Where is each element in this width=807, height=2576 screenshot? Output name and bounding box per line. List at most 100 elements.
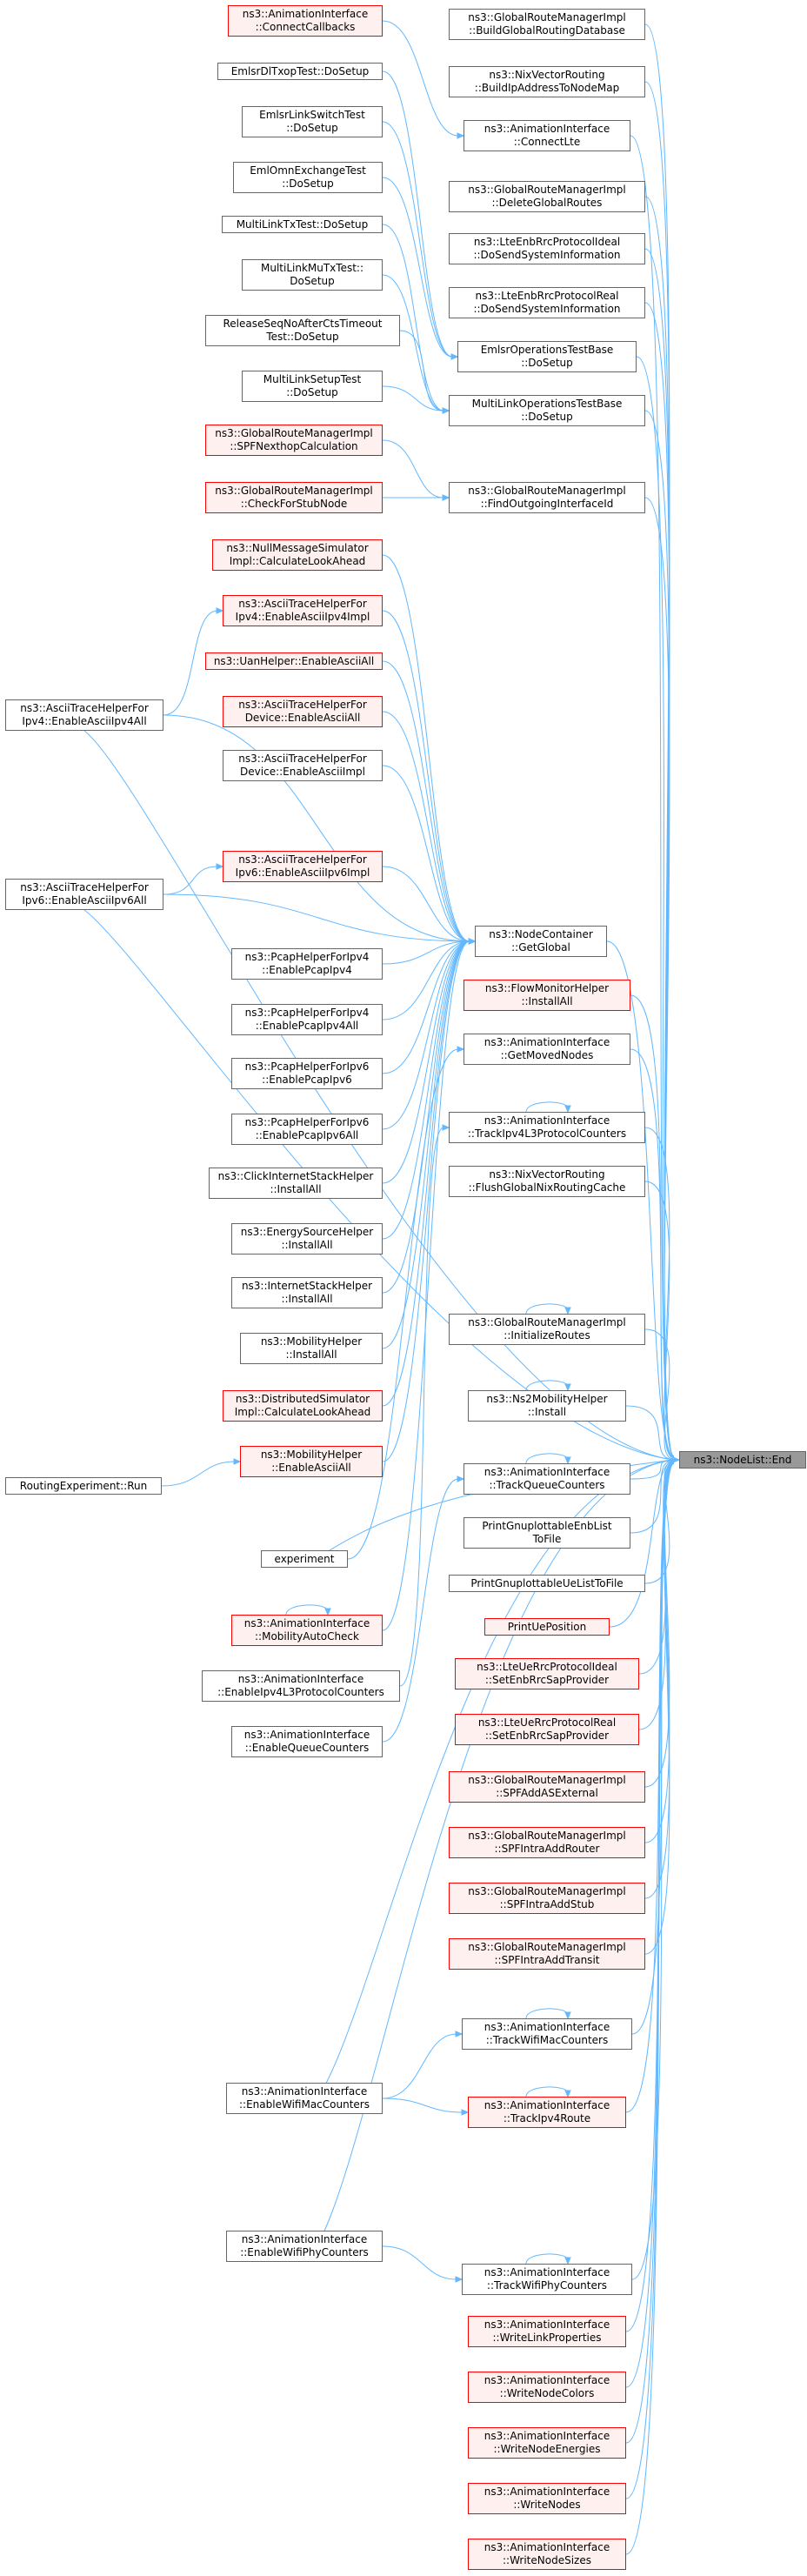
graph-node[interactable]: RoutingExperiment::Run (5, 1477, 162, 1495)
graph-node[interactable]: ns3::LteUeRrcProtocolIdeal::SetEnbRrcSap… (455, 1658, 639, 1689)
edge-to-target (644, 1460, 675, 1584)
node-label: Device::EnableAsciiImpl (240, 766, 365, 778)
graph-node[interactable]: ns3::AnimationInterface::TrackIpv4L3Prot… (449, 1112, 645, 1143)
node-label: ns3::PcapHelperForIpv4 (244, 1007, 370, 1019)
node-label: ns3::AnimationInterface (237, 1673, 364, 1685)
graph-node[interactable]: ns3::GlobalRouteManagerImpl::SPFIntraAdd… (449, 1938, 645, 1970)
graph-node[interactable]: ns3::AnimationInterface::WriteLinkProper… (468, 2316, 626, 2347)
graph-node[interactable]: ns3::GlobalRouteManagerImpl::FindOutgoin… (449, 482, 645, 513)
graph-node[interactable]: MultiLinkMuTxTest::DoSetup (242, 259, 383, 291)
graph-node[interactable]: ns3::AnimationInterface::MobilityAutoChe… (231, 1615, 383, 1646)
graph-node[interactable]: ns3::ClickInternetStackHelper::InstallAl… (209, 1168, 383, 1199)
graph-node[interactable]: ns3::UanHelper::EnableAsciiAll (205, 652, 383, 670)
graph-node[interactable]: EmlsrDlTxopTest::DoSetup (217, 63, 383, 80)
edge-self-loop (525, 1303, 569, 1315)
edge-to-target (644, 497, 675, 1457)
graph-node[interactable]: ns3::AnimationInterface::TrackWifiMacCou… (462, 2018, 632, 2050)
graph-node[interactable]: EmlsrLinkSwitchTest::DoSetup (242, 106, 383, 137)
graph-node[interactable]: ns3::NodeContainer::GetGlobal (475, 926, 607, 957)
graph-node[interactable]: MultiLinkOperationsTestBase::DoSetup (449, 395, 645, 426)
graph-node[interactable]: ns3::GlobalRouteManagerImpl::BuildGlobal… (449, 9, 645, 40)
edge-to-target (630, 1460, 675, 1534)
graph-node[interactable]: ns3::AnimationInterface::GetMovedNodes (464, 1034, 630, 1065)
node-label: ::DoSetup (286, 386, 338, 398)
graph-node[interactable]: EmlsrOperationsTestBase::DoSetup (457, 341, 637, 372)
graph-node[interactable]: ns3::EnergySourceHelper::InstallAll (231, 1223, 383, 1255)
edge (163, 610, 218, 716)
edge-arrowhead (442, 407, 450, 414)
node-label: ::TrackWifiMacCounters (485, 2034, 609, 2046)
graph-node[interactable]: ns3::PcapHelperForIpv4::EnablePcapIpv4 (231, 948, 383, 980)
graph-node[interactable]: ns3::LteUeRrcProtocolReal::SetEnbRrcSapP… (455, 1714, 639, 1745)
graph-node[interactable]: ns3::MobilityHelper::InstallAll (240, 1333, 383, 1364)
graph-node[interactable]: ns3::AnimationInterface::TrackQueueCount… (464, 1463, 630, 1495)
graph-node[interactable]: ns3::LteEnbRrcProtocolReal::DoSendSystem… (449, 287, 645, 318)
graph-node[interactable]: ns3::LteEnbRrcProtocolIdeal::DoSendSyste… (449, 233, 645, 264)
graph-node[interactable]: ns3::PcapHelperForIpv6::EnablePcapIpv6Al… (231, 1114, 383, 1145)
graph-node[interactable]: ns3::NixVectorRouting::BuildIpAddressToN… (449, 66, 645, 97)
node-label: DoSetup (290, 275, 335, 287)
graph-node[interactable]: ns3::AnimationInterface::ConnectCallback… (228, 5, 383, 37)
edge-arrowhead (450, 353, 459, 360)
node-label: EmlsrLinkSwitchTest (259, 109, 365, 121)
node-label: Ipv6::EnableAsciiIpv6All (22, 894, 147, 907)
graph-node[interactable]: MultiLinkTxTest::DoSetup (222, 216, 383, 233)
graph-node[interactable]: ns3::Ns2MobilityHelper::Install (468, 1390, 626, 1422)
graph-node[interactable]: PrintGnuplottableUeListToFile (449, 1575, 645, 1592)
graph-node[interactable]: ns3::AnimationInterface::ConnectLte (464, 120, 630, 151)
graph-node[interactable]: ns3::GlobalRouteManagerImpl::InitializeR… (449, 1314, 645, 1345)
graph-node[interactable]: EmlOmnExchangeTest::DoSetup (233, 162, 383, 193)
edge-self-loop (525, 1101, 569, 1113)
edge (382, 940, 470, 1407)
node-label: ::BuildGlobalRoutingDatabase (469, 24, 625, 37)
graph-node[interactable]: ns3::PcapHelperForIpv6::EnablePcapIpv6 (231, 1058, 383, 1089)
edge (382, 554, 470, 942)
graph-node[interactable]: ns3::AnimationInterface::WriteNodeEnergi… (468, 2427, 626, 2459)
graph-node[interactable]: ns3::AnimationInterface::EnableIpv4L3Pro… (202, 1670, 400, 1702)
graph-node[interactable]: ns3::InternetStackHelper::InstallAll (231, 1277, 383, 1308)
graph-node[interactable]: MultiLinkSetupTest::DoSetup (242, 371, 383, 402)
edge-arrowhead (457, 1475, 465, 1482)
graph-node[interactable]: ns3::AnimationInterface::TrackWifiPhyCou… (462, 2264, 632, 2295)
node-label: ns3::AnimationInterface (242, 8, 369, 20)
graph-node[interactable]: ns3::AnimationInterface::WriteNodeSizes (468, 2539, 626, 2570)
graph-node[interactable]: ns3::AnimationInterface::EnableQueueCoun… (231, 1726, 383, 1757)
graph-node[interactable]: ns3::MobilityHelper::EnableAsciiAll (240, 1446, 383, 1477)
graph-node[interactable]: ns3::AnimationInterface::TrackIpv4Route (468, 2097, 626, 2128)
node-label: ns3::AnimationInterface (484, 1466, 610, 1478)
graph-node[interactable]: ns3::GlobalRouteManagerImpl::SPFAddASExt… (449, 1771, 645, 1803)
graph-node[interactable]: ns3::AnimationInterface::WriteNodes (468, 2483, 626, 2514)
graph-node[interactable]: ns3::GlobalRouteManagerImpl::SPFNexthopC… (205, 425, 383, 456)
node-label: EmlsrOperationsTestBase (480, 344, 614, 356)
graph-node[interactable]: experiment (261, 1550, 348, 1568)
graph-node[interactable]: ns3::AnimationInterface::WriteNodeColors (468, 2372, 626, 2403)
node-label: RoutingExperiment::Run (19, 1479, 148, 1492)
graph-node[interactable]: ns3::GlobalRouteManagerImpl::SPFIntraAdd… (449, 1827, 645, 1858)
graph-node[interactable]: ns3::GlobalRouteManagerImpl::SPFIntraAdd… (449, 1883, 645, 1914)
edge (163, 893, 470, 942)
edge-to-target (625, 1405, 675, 1461)
graph-node[interactable]: ns3::AnimationInterface::EnableWifiPhyCo… (226, 2231, 383, 2262)
graph-node[interactable]: ns3::AnimationInterface::EnableWifiMacCo… (226, 2083, 383, 2114)
node-label: Impl::CalculateLookAhead (229, 555, 366, 567)
graph-node[interactable]: PrintUePosition (484, 1618, 610, 1636)
graph-node[interactable]: ns3::GlobalRouteManagerImpl::DeleteGloba… (449, 181, 645, 212)
node-label: ns3::LteUeRrcProtocolReal (477, 1716, 617, 1729)
edge-to-target (625, 1462, 675, 2555)
edge-arrowhead (564, 1105, 571, 1114)
graph-node[interactable]: ns3::PcapHelperForIpv4::EnablePcapIpv4Al… (231, 1004, 383, 1035)
graph-node[interactable]: ns3::NixVectorRouting::FlushGlobalNixRou… (449, 1166, 645, 1197)
graph-node[interactable]: ns3::FlowMonitorHelper::InstallAll (464, 980, 630, 1011)
graph-node[interactable]: ns3::GlobalRouteManagerImpl::CheckForStu… (205, 482, 383, 513)
node-label: ::InstallAll (281, 1239, 333, 1251)
